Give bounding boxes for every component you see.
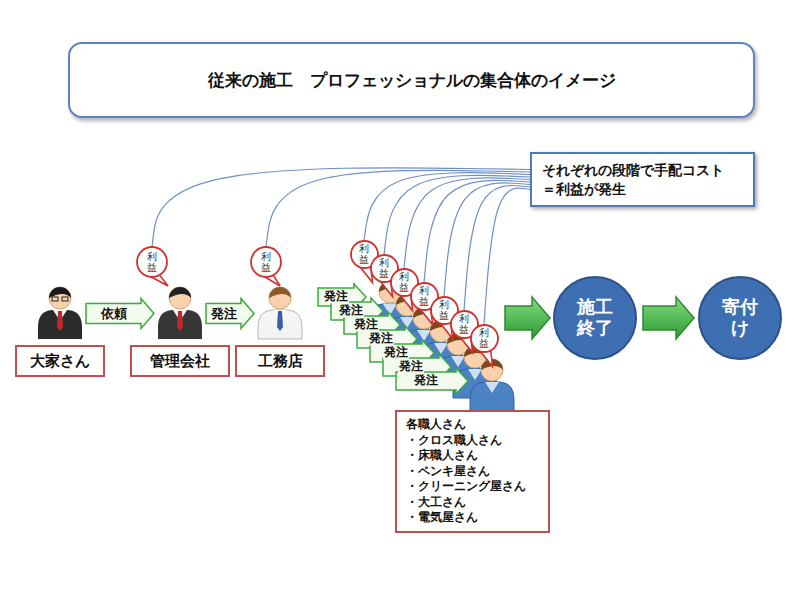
profit-bubble: 利益 xyxy=(250,246,282,278)
person-icon xyxy=(36,283,84,340)
circle-fill xyxy=(554,277,636,359)
callout-box: それぞれの段階で手配コスト ＝利益が発生 xyxy=(530,152,755,207)
node-text: それぞれの段階で手配コスト ＝利益が発生 xyxy=(542,161,737,199)
node-text: 利益 xyxy=(479,327,489,349)
leader-curve xyxy=(484,188,530,325)
edge-label: 発注 xyxy=(353,318,379,331)
bubble-circle xyxy=(471,325,498,352)
person-collar xyxy=(400,317,414,328)
person-tie xyxy=(177,311,183,331)
title-text: 従来の施工 プロフェッショナルの集合体のイメージ xyxy=(208,69,616,92)
edge-label: 発注 xyxy=(368,332,394,345)
node-text: ・大工さん xyxy=(406,495,466,511)
node-text: 施工終了 xyxy=(576,297,614,338)
node-text: 利益 xyxy=(399,271,409,293)
bubble-circle xyxy=(251,247,281,277)
leader-curve xyxy=(266,170,530,247)
order-arrow xyxy=(86,299,154,329)
node-text: ・クロス職人さん xyxy=(406,433,502,449)
person-tie xyxy=(57,311,63,331)
person-icon xyxy=(256,283,304,340)
leader-curve xyxy=(152,168,530,247)
leader-curve xyxy=(404,178,530,269)
person-collar xyxy=(434,343,448,354)
person-hair xyxy=(269,287,291,298)
person-collar xyxy=(468,369,482,380)
node-text: 寄付け xyxy=(721,297,759,338)
person-head xyxy=(269,287,291,309)
node-text: 管理会社 xyxy=(150,352,210,371)
person-label: 工務店 xyxy=(235,345,325,377)
profit-bubble: 利益 xyxy=(470,324,499,353)
node-text: 工務店 xyxy=(258,352,303,371)
edge-label: 発注 xyxy=(398,360,424,373)
title-box: 従来の施工 プロフェッショナルの集合体のイメージ xyxy=(68,42,755,118)
circle-fill xyxy=(699,277,781,359)
edge-label: 発注 xyxy=(323,290,349,303)
edge-label: 発注 xyxy=(383,346,409,359)
flow-arrow xyxy=(505,297,550,339)
node-text: ・電気屋さん xyxy=(406,510,478,526)
person-body xyxy=(158,310,202,339)
person-label: 大家さん xyxy=(15,345,105,377)
node-text: 利益 xyxy=(359,243,369,265)
person-head xyxy=(49,287,71,309)
node-text: ・クリーニング屋さん xyxy=(406,479,526,495)
person-body xyxy=(258,310,302,339)
node-text: 利益 xyxy=(439,299,449,321)
leader-curve xyxy=(464,185,530,310)
person-collar xyxy=(417,330,431,341)
edge-label: 依頼 xyxy=(100,306,128,320)
person-body xyxy=(470,382,514,411)
node-text: 各職人さん xyxy=(406,417,466,433)
node-text: 利益 xyxy=(419,285,429,307)
person-glasses xyxy=(62,297,68,301)
person-label: 管理会社 xyxy=(130,345,230,377)
craftsman-list: 各職人さん・クロス職人さん・床職人さん・ペンキ屋さん・クリーニング屋さん・大工さ… xyxy=(395,410,550,533)
edge-label: 発注 xyxy=(413,374,439,387)
order-arrow xyxy=(206,299,254,329)
node-text: 利益 xyxy=(147,251,157,273)
profit-bubble: 利益 xyxy=(136,246,168,278)
process-circle: 施工終了 xyxy=(553,276,637,360)
person-body xyxy=(38,310,82,339)
edge-label: 発注 xyxy=(338,304,364,317)
edge-label: 発注 xyxy=(210,306,238,320)
person-collar xyxy=(485,382,499,393)
node-text: 利益 xyxy=(379,257,389,279)
node-text: 利益 xyxy=(459,313,469,335)
person-hair xyxy=(169,287,191,298)
person-icon xyxy=(156,283,204,340)
bubble-circle xyxy=(137,247,167,277)
process-circle: 寄付け xyxy=(698,276,782,360)
person-collar xyxy=(451,356,465,367)
node-text: 大家さん xyxy=(30,352,90,371)
node-text: 利益 xyxy=(261,251,271,273)
person-tie xyxy=(277,311,283,331)
flow-arrow xyxy=(643,297,694,339)
person-hair xyxy=(49,287,71,298)
node-text: ・ペンキ屋さん xyxy=(406,464,490,480)
person-glasses xyxy=(52,297,58,301)
node-text: ・床職人さん xyxy=(406,448,478,464)
person-head xyxy=(169,287,191,309)
leader-curve xyxy=(424,180,530,282)
